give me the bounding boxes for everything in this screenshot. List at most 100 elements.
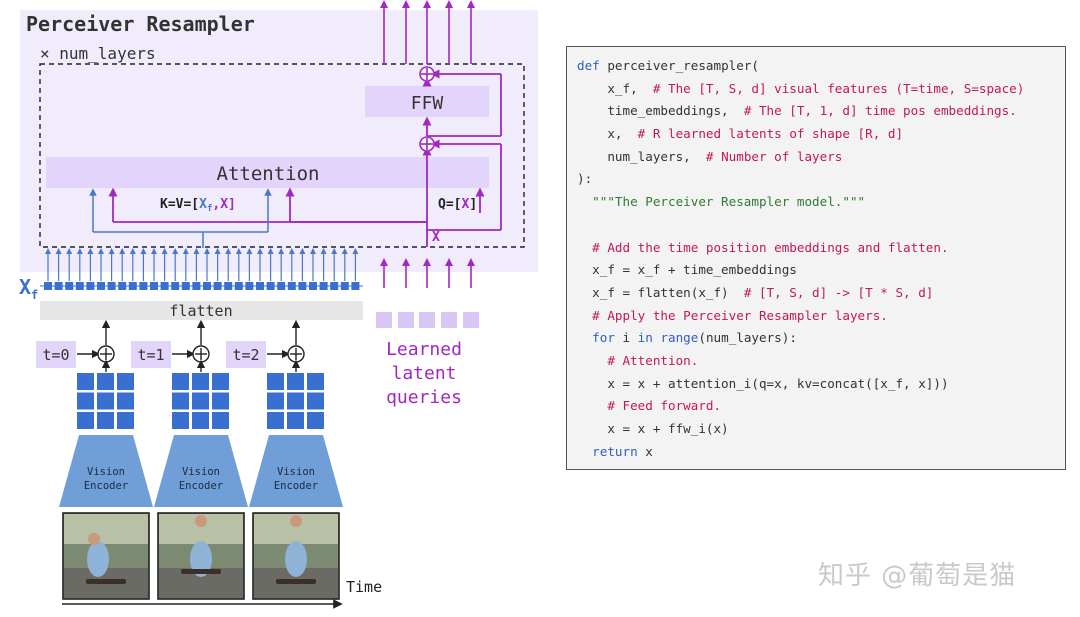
frame-columns: t=0VisionEncodert=1VisionEncodert=2Visio… (36, 319, 343, 600)
code-token: def (577, 58, 608, 73)
watermark: 知乎 @葡萄是猫 (818, 561, 1017, 591)
code-line: return x (577, 441, 1065, 464)
xf-label: Xf (19, 275, 38, 302)
feature-cell (77, 392, 94, 410)
code-token: (num_layers): (698, 330, 797, 346)
encoder-label-line-1: Vision (182, 466, 220, 478)
code-token: x = x + ffw_i(x) (577, 421, 729, 436)
latent-label-line-2: latent (391, 363, 456, 384)
code-line: time_embeddings, # The [T, 1, d] time po… (577, 100, 1065, 123)
latent-query-boxes (376, 312, 479, 328)
feature-cell (192, 412, 209, 429)
feature-cell (212, 392, 229, 410)
code-token: # R learned latents of shape [R, d] (637, 126, 904, 142)
code-token: time_embeddings, (577, 103, 744, 119)
feature-cell (287, 373, 304, 390)
code-line: """The Perceiver Resampler model.""" (577, 191, 1065, 214)
time-label-box (36, 341, 76, 368)
code-token: ): (577, 171, 593, 187)
flattened-tokens (40, 282, 363, 290)
q-label: Q=[X] (438, 197, 477, 212)
latent-query-box (441, 312, 457, 328)
feature-cell (97, 412, 114, 429)
layer-repeat-box (39, 63, 525, 248)
code-line: # Feed forward. (577, 395, 1065, 418)
output-arrows (380, 0, 475, 64)
skater-head (290, 515, 302, 527)
encoder-label-line-2: Encoder (84, 480, 128, 492)
latent-query-box (376, 312, 392, 328)
ffw-block (365, 86, 489, 117)
feature-cell (267, 373, 284, 390)
code-line: # Apply the Perceiver Resampler layers. (577, 305, 1065, 328)
feature-cell (172, 392, 189, 410)
feature-cell (307, 373, 324, 390)
code-line (577, 214, 1065, 237)
latent-label-line-3: queries (386, 387, 462, 408)
code-token: x, (577, 126, 638, 142)
num-layers-label: × num_layers (40, 44, 156, 63)
code-token: perceiver_resampler( (607, 58, 759, 73)
attention-sum-node (419, 136, 435, 152)
code-token: x_f = flatten(x_f) (577, 284, 744, 300)
code-line: x = x + attention_i(q=x, kv=concat([x_f,… (577, 373, 1065, 396)
time-label-box (226, 341, 266, 368)
code-token: i (614, 330, 638, 346)
vision-encoder (249, 435, 343, 507)
feature-cell (77, 412, 94, 429)
feature-cell (172, 412, 189, 429)
skateboard-image (181, 569, 221, 574)
skater-head (195, 515, 207, 527)
encoder-label-line-2: Encoder (179, 480, 223, 492)
code-line: for i in range(num_layers): (577, 327, 1065, 350)
time-label-box (131, 341, 171, 368)
code-line: ): (577, 168, 1065, 191)
skater-figure (285, 541, 307, 577)
latent-query-box (398, 312, 414, 328)
feature-cell (307, 412, 324, 429)
feature-cell (117, 392, 134, 410)
latent-arrows (380, 258, 475, 288)
flatten-label: flatten (169, 302, 232, 320)
diagram-title: Perceiver Resampler (26, 12, 255, 36)
code-line: # Attention. (577, 350, 1065, 373)
time-label: t=2 (232, 346, 259, 364)
code-line: x_f = flatten(x_f) # [T, S, d] -> [T * S… (577, 282, 1065, 305)
feature-cell (97, 392, 114, 410)
code-token: # Apply the Perceiver Resampler layers. (577, 307, 888, 323)
feature-cell (97, 373, 114, 390)
code-line: num_layers, # Number of layers (577, 146, 1065, 169)
code-token: range (660, 330, 699, 346)
code-token: # The [T, S, d] visual features (T=time,… (652, 80, 1025, 96)
code-token: num_layers, (577, 148, 706, 164)
code-token: # Number of layers (705, 148, 843, 164)
code-token: """The Perceiver Resampler model.""" (577, 194, 866, 210)
feature-cell (117, 373, 134, 390)
latent-query-box (419, 312, 435, 328)
feature-cell (172, 373, 189, 390)
code-line: x_f, # The [T, S, d] visual features (T=… (577, 78, 1065, 101)
encoder-label-line-2: Encoder (274, 480, 318, 492)
attention-label: Attention (217, 163, 320, 185)
feature-cell (307, 392, 324, 410)
ffw-label: FFW (411, 93, 444, 114)
frame-background (64, 514, 148, 544)
latent-label-line-1: Learned (386, 339, 462, 360)
ffw-sum-node (419, 66, 435, 82)
code-panel: def perceiver_resampler( x_f, # The [T, … (566, 46, 1066, 470)
feature-cell (117, 412, 134, 429)
skater-figure (87, 541, 109, 577)
time-axis-label: Time (346, 578, 382, 596)
code-token: x (637, 443, 653, 459)
vision-encoder (59, 435, 153, 507)
code-line: x = x + ffw_i(x) (577, 418, 1065, 441)
code-token: x = x + attention_i(q=x, kv=concat([x_f,… (577, 375, 949, 391)
code-token: in (637, 330, 653, 346)
time-label: t=0 (42, 346, 69, 364)
skateboard-image (86, 579, 126, 584)
token-arrows (45, 248, 359, 281)
code-token: for (592, 330, 615, 346)
code-token: # Attention. (577, 352, 699, 368)
kv-label: K=V=[Xf,X] (160, 197, 236, 214)
feature-cell (212, 373, 229, 390)
